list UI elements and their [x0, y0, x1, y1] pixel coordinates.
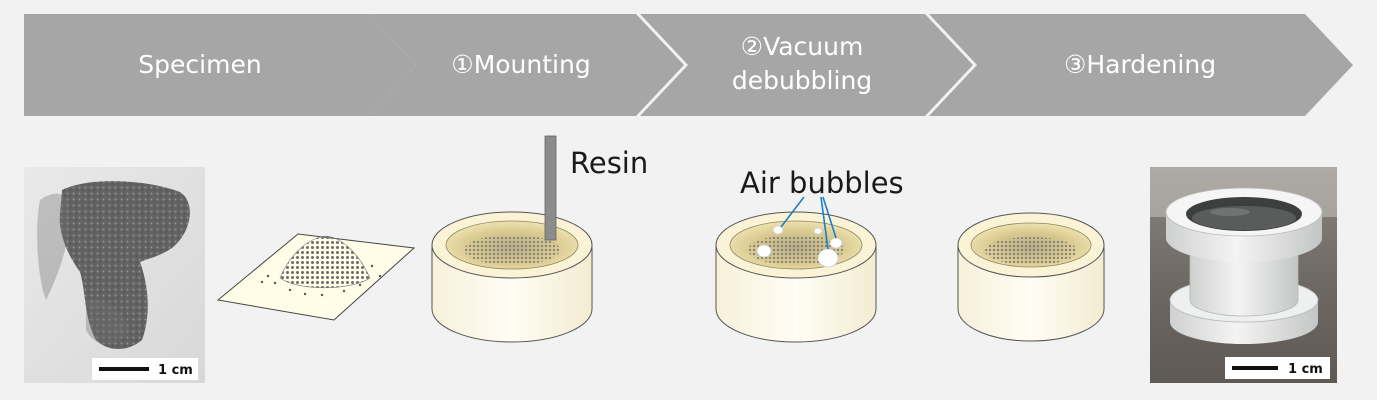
- step-arrow-vacuum-debubbling: [640, 14, 973, 116]
- step-label-mounting: ①Mounting: [451, 50, 590, 79]
- process-steps: Specimen ①Mounting ②Vacuum debubbling ③H…: [24, 14, 1353, 116]
- mounting-cup-illustration: Resin: [431, 135, 648, 343]
- step-label-vacuum: ②Vacuum: [741, 32, 864, 61]
- bubble-pointer-lines: [780, 196, 837, 250]
- step-arrow-mounting: [368, 14, 684, 116]
- scale-bar-left-label: 1 cm: [158, 363, 193, 378]
- step-arrow-specimen: [24, 14, 416, 116]
- resin-pour-stream: [544, 135, 557, 241]
- step-arrow-hardening: [929, 14, 1353, 116]
- step-label-specimen: Specimen: [138, 50, 261, 79]
- scale-bar-right-label: 1 cm: [1288, 362, 1323, 377]
- step-label-hardening: ③Hardening: [1064, 50, 1216, 79]
- vacuum-cup-illustration: Air bubbles: [715, 166, 904, 343]
- specimen-photo: 1 cm: [24, 167, 205, 383]
- resin-label: Resin: [570, 146, 648, 180]
- powder-on-sheet-illustration: [216, 233, 416, 321]
- hardening-cup-illustration: [957, 212, 1105, 342]
- hardened-sample-photo: 1 cm: [1150, 167, 1337, 383]
- air-bubble-marks: [756, 225, 843, 268]
- air-bubbles-label: Air bubbles: [740, 166, 904, 200]
- step-label-debubbling: debubbling: [732, 66, 872, 95]
